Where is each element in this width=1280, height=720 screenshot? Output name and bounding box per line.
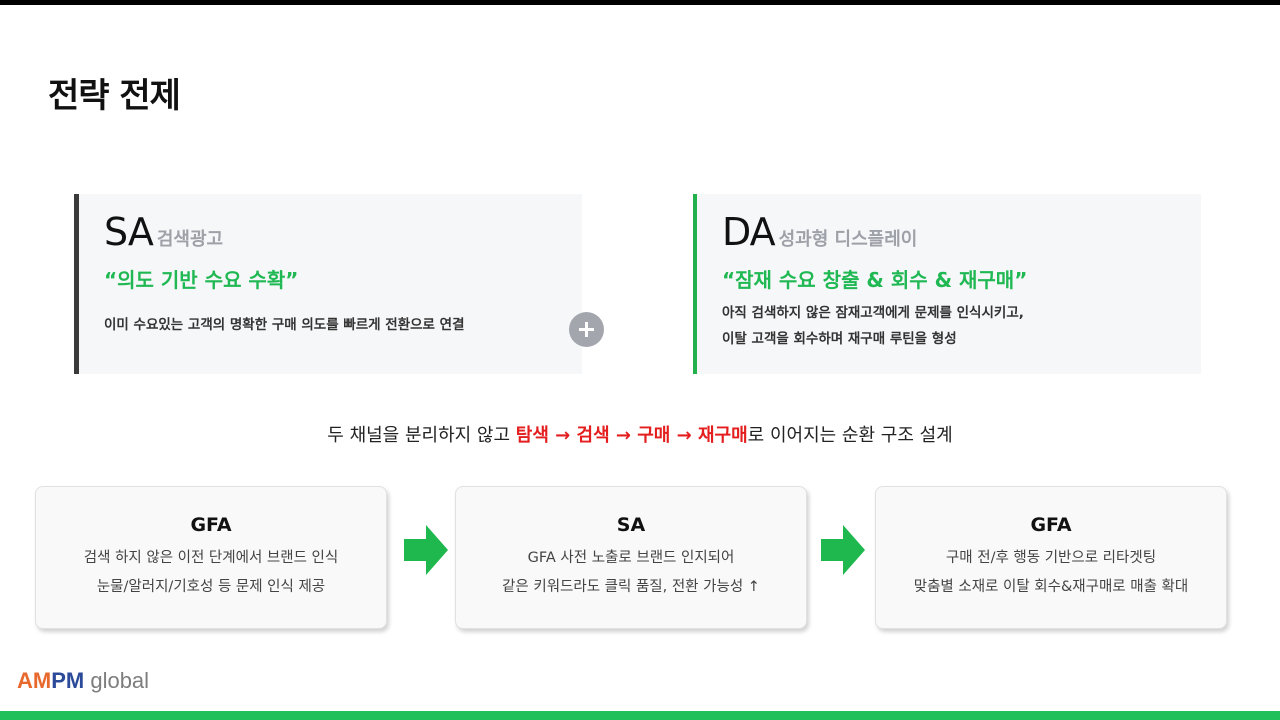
bottom-accent-bar	[0, 711, 1280, 720]
step-line: 검색 하지 않은 이전 단계에서 브랜드 인식	[83, 550, 339, 566]
sa-card-quote: “의도 기반 수요 수확”	[104, 268, 299, 292]
step-line: 맞춤별 소재로 이탈 회수&재구매로 매출 확대	[913, 579, 1189, 595]
logo-part-am: AM	[17, 668, 52, 693]
step-line: 같은 키워드라도 클릭 품질, 전환 가능성 ↑	[502, 579, 760, 595]
sa-card-subtitle: 검색광고	[156, 229, 224, 250]
flow-step-gfa-retargeting: GFA 구매 전/후 행동 기반으로 리타겟팅 맞춤별 소재로 이탈 회수&재구…	[875, 486, 1227, 629]
step-description: GFA 사전 노출로 브랜드 인지되어 같은 키워드라도 클릭 품질, 전환 가…	[456, 544, 806, 602]
arrow-right-icon	[821, 525, 865, 575]
da-card-quote: “잠재 수요 창출 & 회수 & 재구매”	[722, 268, 1028, 292]
da-card-subtitle: 성과형 디스플레이	[778, 229, 918, 250]
sa-card-description: 이미 수요있는 고객의 명확한 구매 의도를 빠르게 전환으로 연결	[104, 312, 465, 338]
flow-caption-highlight: 탐색 → 검색 → 구매 → 재구매	[515, 425, 748, 446]
step-line: GFA 사전 노출로 브랜드 인지되어	[527, 550, 735, 566]
arrow-right-icon	[404, 525, 448, 575]
flow-step-gfa-awareness: GFA 검색 하지 않은 이전 단계에서 브랜드 인식 눈물/알러지/기호성 등…	[35, 486, 387, 629]
logo-part-global: global	[84, 668, 150, 693]
da-card-desc-line: 이탈 고객을 회수하며 재구매 루틴을 형성	[722, 331, 957, 347]
step-line: 구매 전/후 행동 기반으로 리타겟팅	[945, 550, 1157, 566]
step-title: GFA	[1030, 514, 1072, 536]
flow-caption-prefix: 두 채널을 분리하지 않고	[327, 425, 516, 446]
flow-caption: 두 채널을 분리하지 않고 탐색 → 검색 → 구매 → 재구매로 이어지는 순…	[0, 421, 1280, 447]
sa-card-code: SA	[104, 210, 154, 254]
page-title: 전략 전제	[48, 76, 181, 116]
step-title: SA	[616, 514, 646, 536]
da-card-code: DA	[722, 210, 776, 254]
ampm-global-logo: AMPM global	[17, 668, 149, 694]
top-bar	[0, 0, 1280, 5]
step-title: GFA	[190, 514, 232, 536]
flow-step-sa-search: SA GFA 사전 노출로 브랜드 인지되어 같은 키워드라도 클릭 품질, 전…	[455, 486, 807, 629]
da-card-desc-line: 아직 검색하지 않은 잠재고객에게 문제를 인식시키고,	[722, 305, 1024, 321]
step-description: 검색 하지 않은 이전 단계에서 브랜드 인식 눈물/알러지/기호성 등 문제 …	[36, 544, 386, 602]
flow-caption-suffix: 로 이어지는 순환 구조 설계	[747, 425, 953, 446]
step-description: 구매 전/후 행동 기반으로 리타겟팅 맞춤별 소재로 이탈 회수&재구매로 매…	[876, 544, 1226, 602]
logo-part-pm: PM	[51, 668, 85, 693]
step-line: 눈물/알러지/기호성 등 문제 인식 제공	[96, 579, 326, 595]
da-card-description: 아직 검색하지 않은 잠재고객에게 문제를 인식시키고, 이탈 고객을 회수하며…	[722, 300, 1024, 352]
plus-icon	[569, 312, 604, 347]
sa-card-desc-line: 이미 수요있는 고객의 명확한 구매 의도를 빠르게 전환으로 연결	[104, 317, 465, 333]
